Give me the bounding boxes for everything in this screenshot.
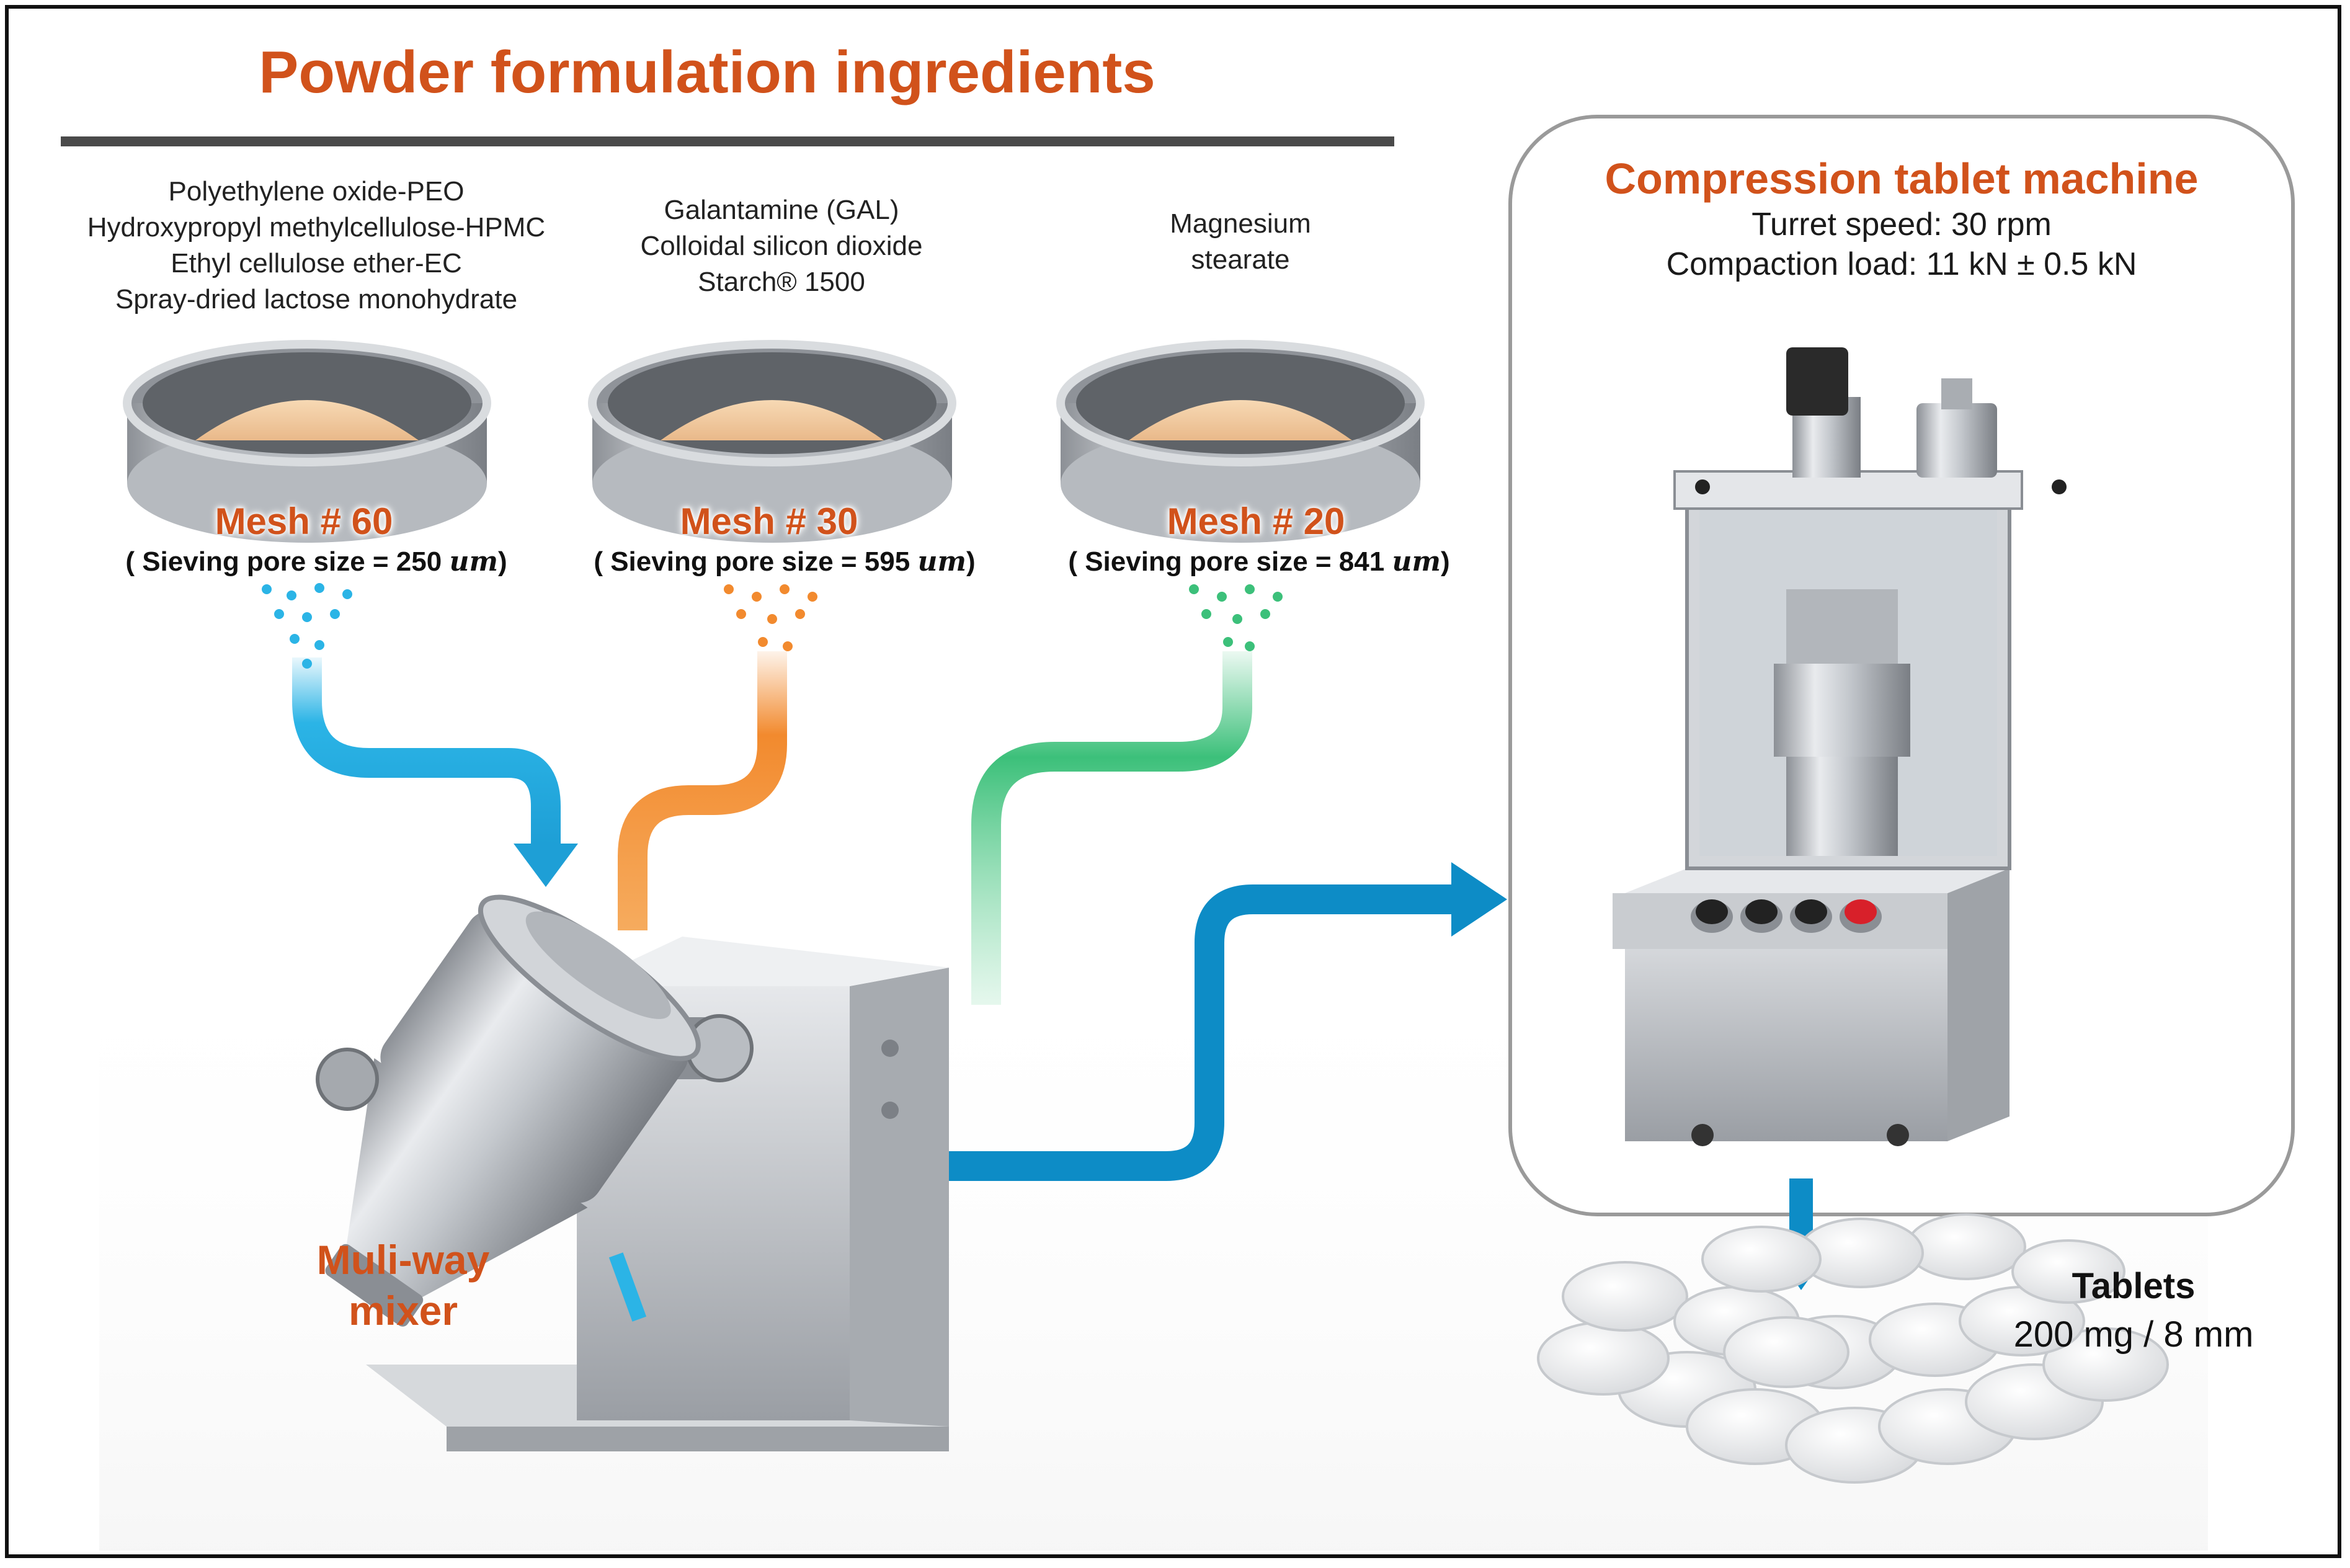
flow-arrow-orange: [618, 651, 787, 930]
machine-control-button: [1795, 899, 1827, 924]
pore-size-30-close: ): [966, 546, 976, 577]
pore-size-20: ( Sieving pore size = 841 um): [1042, 546, 1476, 577]
ingredient-ec: Ethyl cellulose ether-EC: [171, 248, 462, 278]
ingredient-starch: Starch® 1500: [698, 267, 865, 297]
pore-size-60-close: ): [498, 546, 507, 577]
pore-size-30-value: ( Sieving pore size = 595: [594, 546, 918, 577]
pore-size-30-unit: um: [917, 546, 966, 577]
flow-arrow-green: [971, 651, 1252, 1005]
flow-arrow-out: [943, 884, 1458, 1181]
mixer-label: Muli-way mixer: [273, 1234, 533, 1336]
mixer-label-line1: Muli-way: [316, 1237, 490, 1283]
mesh-label-20: Mesh # 20: [1167, 501, 1345, 542]
machine-control-button: [1745, 899, 1778, 924]
particles-green: [1189, 584, 1283, 651]
sieve-mesh-20: [1056, 340, 1425, 543]
pore-size-20-value: ( Sieving pore size = 841: [1068, 546, 1392, 577]
tablet-pile: [1537, 1213, 2169, 1484]
turret-speed: Turret speed: 30 rpm: [1751, 207, 2052, 243]
ingredient-lactose: Spray-dried lactose monohydrate: [115, 284, 518, 314]
ingredient-list-mesh-30: Galantamine (GAL) Colloidal silicon diox…: [533, 192, 1030, 300]
title-underline: [61, 136, 1394, 146]
flow-arrow-blue: [292, 657, 561, 844]
ingredient-list-mesh-20: Magnesium stearate: [1085, 206, 1395, 278]
pore-size-20-close: ): [1441, 546, 1450, 577]
tablets-title: Tablets: [2072, 1266, 2196, 1306]
ingredient-galantamine: Galantamine (GAL): [664, 195, 899, 225]
page-title: Powder formulation ingredients: [259, 39, 1155, 105]
flow-arrowhead-out: [1451, 862, 1507, 937]
sieve-mesh-60: [123, 340, 491, 543]
particles-blue: [262, 583, 352, 669]
machine-stop-button: [1845, 899, 1877, 924]
flow-arrowhead-blue: [514, 844, 578, 887]
ingredient-stearate: stearate: [1191, 244, 1290, 275]
mixer-label-line2: mixer: [348, 1288, 458, 1334]
ingredient-list-mesh-60: Polyethylene oxide-PEO Hydroxypropyl met…: [37, 174, 595, 318]
particles-orange: [724, 584, 817, 651]
compression-machine: [1613, 347, 2067, 1146]
pore-size-20-unit: um: [1392, 546, 1441, 577]
pore-size-60: ( Sieving pore size = 250 um): [99, 546, 533, 577]
tablets-spec: 200 mg / 8 mm: [2013, 1314, 2254, 1355]
pore-size-30: ( Sieving pore size = 595 um): [567, 546, 1002, 577]
machine-control-button: [1696, 899, 1728, 924]
mesh-label-30: Mesh # 30: [680, 501, 858, 542]
pore-size-60-value: ( Sieving pore size = 250: [125, 546, 450, 577]
sieve-mesh-30: [588, 340, 956, 543]
ingredient-peo: Polyethylene oxide-PEO: [168, 176, 465, 207]
compaction-load: Compaction load: 11 kN ± 0.5 kN: [1666, 246, 2137, 282]
ingredient-silicon-dioxide: Colloidal silicon dioxide: [640, 231, 923, 261]
ingredient-hpmc: Hydroxypropyl methylcellulose-HPMC: [87, 212, 546, 243]
machine-title: Compression tablet machine: [1604, 154, 2199, 203]
multi-way-mixer: [316, 894, 949, 1451]
pore-size-60-unit: um: [449, 546, 498, 577]
mesh-label-60: Mesh # 60: [215, 501, 393, 542]
ingredient-magnesium: Magnesium: [1170, 208, 1311, 239]
